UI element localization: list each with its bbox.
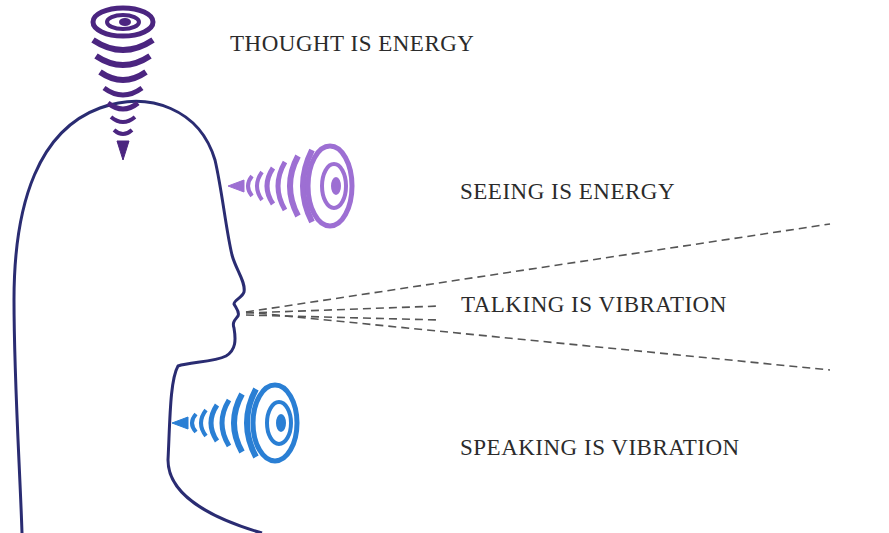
head-outline [14,101,262,533]
speaking-vortex [172,385,297,461]
caption-label: SPEAKING IS VIBRATION [460,434,740,462]
caption-label: THOUGHT IS ENERGY [230,30,474,58]
caption-label: SEEING IS ENERGY [460,178,675,206]
seeing-vortex [228,146,352,226]
dashed-rays [246,224,830,370]
thought-vortex [93,8,153,160]
caption-label: TALKING IS VIBRATION [458,291,730,319]
